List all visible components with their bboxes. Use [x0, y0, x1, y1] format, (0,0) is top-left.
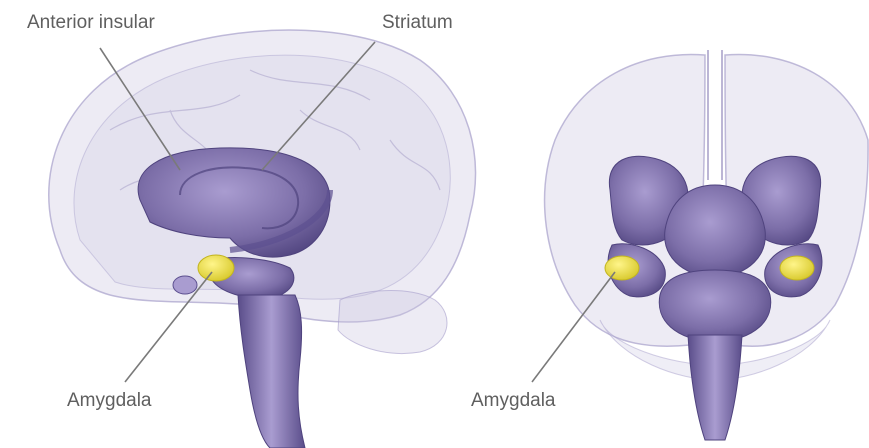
sagittal-cerebellum	[338, 291, 447, 354]
coronal-pons	[659, 270, 771, 342]
label-amygdala-sagittal: Amygdala	[67, 390, 152, 412]
sagittal-amygdala	[198, 255, 234, 281]
coronal-brain-view	[545, 50, 868, 440]
coronal-brainstem	[688, 335, 742, 440]
label-amygdala-coronal: Amygdala	[471, 390, 556, 412]
sagittal-brainstem	[238, 295, 305, 448]
sagittal-temporal-pole	[173, 276, 197, 294]
coronal-left-amygdala	[605, 256, 639, 280]
coronal-midline-fissure	[708, 50, 722, 180]
coronal-diencephalon	[665, 185, 766, 278]
coronal-right-amygdala	[780, 256, 814, 280]
label-anterior-insular: Anterior insular	[27, 12, 155, 34]
sagittal-brain-view	[49, 30, 476, 448]
label-striatum: Striatum	[382, 12, 453, 34]
